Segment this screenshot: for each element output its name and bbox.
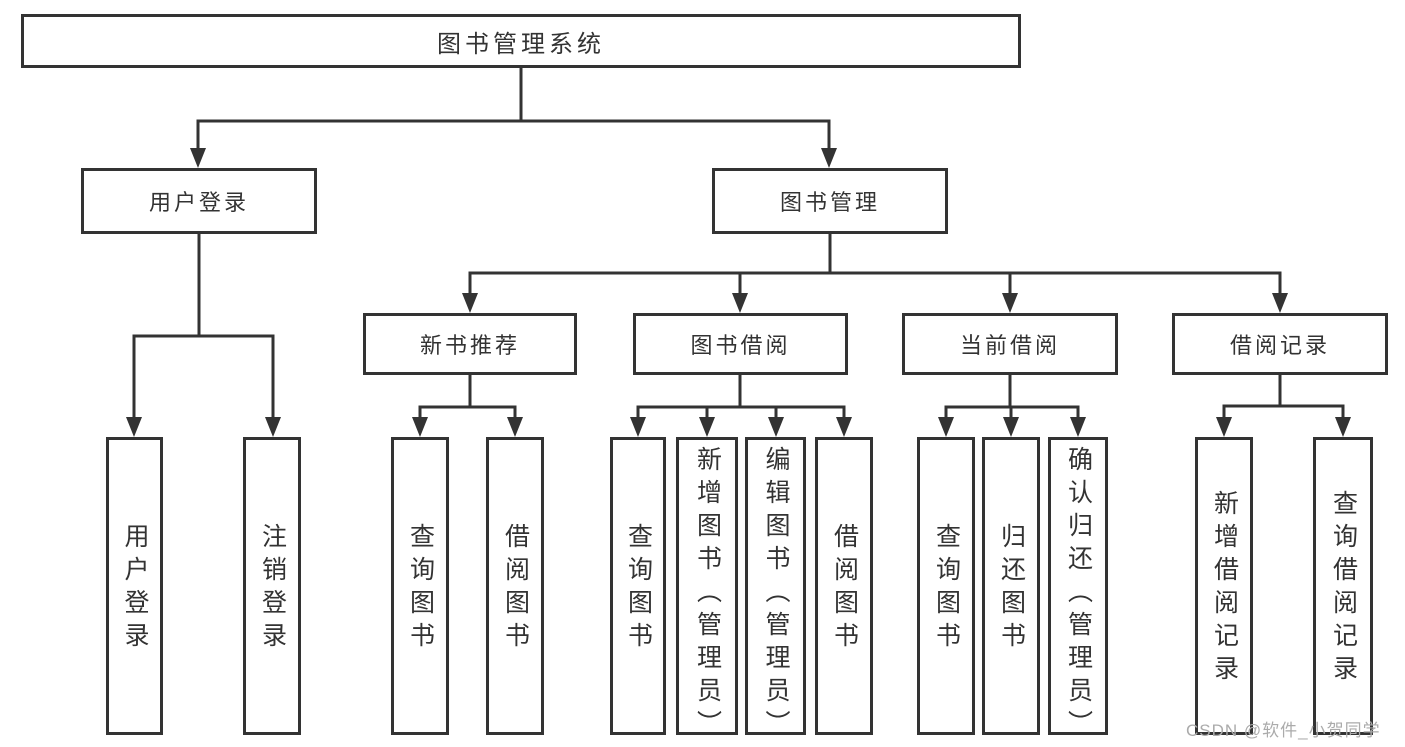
leaf-edit-books-admin: 编辑图书（管理员） xyxy=(745,437,806,743)
node-root-library-system: 图书管理系统 xyxy=(21,14,1021,68)
node-current-borrowing: 当前借阅 xyxy=(902,313,1118,375)
node-label: 当前借阅 xyxy=(959,333,1060,358)
leaf-logout: 注销登录 xyxy=(243,437,301,735)
arrowhead-icons xyxy=(126,148,1351,437)
leaf-return-books: 归还图书 xyxy=(982,437,1040,735)
node-book-borrowing: 图书借阅 xyxy=(633,313,848,375)
node-label: 借阅记录 xyxy=(1229,333,1330,358)
leaf-query-books: 查询图书 xyxy=(917,437,975,735)
leaf-query-books: 查询图书 xyxy=(610,437,666,735)
node-borrowing-records: 借阅记录 xyxy=(1172,313,1388,375)
leaf-borrow-books: 借阅图书 xyxy=(486,437,544,735)
leaf-add-borrow-record: 新增借阅记录 xyxy=(1195,437,1253,735)
node-book-management: 图书管理 xyxy=(712,168,948,234)
leaf-user-login: 用户登录 xyxy=(106,437,163,735)
leaf-query-books: 查询图书 xyxy=(391,437,449,735)
leaf-borrow-books: 借阅图书 xyxy=(815,437,873,735)
leaf-add-books-admin: 新增图书（管理员） xyxy=(676,437,738,743)
node-new-book-recommend: 新书推荐 xyxy=(363,313,577,375)
node-label: 图书管理 xyxy=(779,190,880,215)
node-user-login: 用户登录 xyxy=(81,168,317,234)
leaf-query-borrow-record: 查询借阅记录 xyxy=(1313,437,1373,735)
node-label: 图书管理系统 xyxy=(437,30,605,58)
node-label: 用户登录 xyxy=(148,190,249,215)
node-label: 图书借阅 xyxy=(690,333,791,358)
leaf-confirm-return-admin: 确认归还（管理员） xyxy=(1048,437,1108,743)
node-label: 新书推荐 xyxy=(419,333,520,358)
csdn-watermark: CSDN @软件_小贺同学 xyxy=(1186,721,1381,740)
